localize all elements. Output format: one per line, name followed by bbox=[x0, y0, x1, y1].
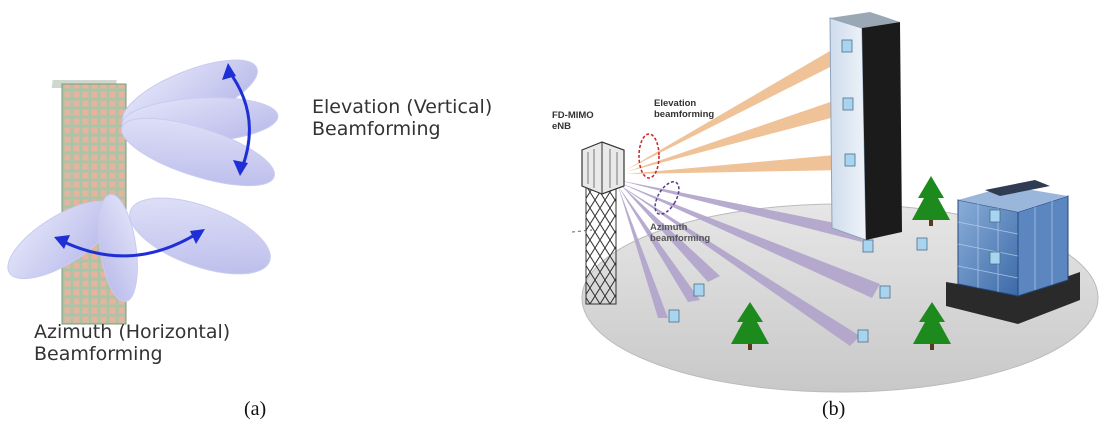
azimuth-beamforming-line1: Azimuth bbox=[650, 222, 688, 233]
azimuth-beamforming-line2: beamforming bbox=[650, 233, 711, 244]
enb-tower-icon bbox=[571, 141, 625, 305]
user-terminal-icon bbox=[989, 209, 1001, 223]
user-terminal-icon bbox=[841, 39, 853, 53]
user-terminal-icon bbox=[844, 153, 856, 167]
tree-icon bbox=[912, 176, 950, 226]
azimuth-label: Azimuth (Horizontal) Beamforming bbox=[34, 321, 230, 365]
azimuth-beam-ellipse bbox=[654, 181, 680, 215]
azimuth-label-line2: Beamforming bbox=[34, 343, 163, 365]
elevation-label-line1: Elevation (Vertical) bbox=[312, 96, 493, 118]
user-terminal-icon bbox=[862, 239, 874, 253]
caption-a: (a) bbox=[244, 398, 267, 420]
user-terminal-icon bbox=[693, 283, 705, 297]
panel-b bbox=[571, 12, 1099, 393]
office-building-icon bbox=[946, 180, 1080, 324]
azimuth-label-line1: Azimuth (Horizontal) bbox=[34, 321, 231, 343]
elevation-beamforming-label: Elevation beamforming bbox=[654, 98, 714, 120]
azimuth-beams bbox=[618, 180, 880, 346]
enb-label-line1: FD-MIMO bbox=[552, 110, 594, 121]
user-terminal-icon bbox=[989, 251, 1001, 265]
elevation-label: Elevation (Vertical) Beamforming bbox=[312, 96, 492, 140]
tree-icon bbox=[731, 302, 769, 350]
elevation-lobes bbox=[121, 59, 279, 187]
user-terminal-icon bbox=[879, 285, 891, 299]
user-terminal-icon bbox=[857, 329, 869, 343]
user-terminals bbox=[668, 39, 1001, 343]
elevation-beamforming-line2: beamforming bbox=[654, 109, 715, 120]
azimuth-arrow bbox=[54, 229, 205, 258]
enb-label: FD-MIMO eNB bbox=[552, 110, 594, 132]
user-terminal-icon bbox=[842, 97, 854, 111]
elevation-arrow bbox=[222, 63, 251, 176]
tree-icon bbox=[913, 302, 951, 350]
elevation-beamforming-line1: Elevation bbox=[654, 98, 697, 109]
elevation-beams bbox=[626, 44, 848, 174]
tower-building-icon bbox=[829, 12, 902, 241]
azimuth-lobes bbox=[7, 193, 271, 303]
elevation-label-line2: Beamforming bbox=[312, 118, 441, 140]
caption-b: (b) bbox=[822, 398, 846, 420]
enb-label-line2: eNB bbox=[552, 121, 572, 132]
panel-a bbox=[7, 59, 279, 325]
user-terminal-icon bbox=[668, 309, 680, 323]
user-terminal-icon bbox=[916, 237, 928, 251]
elevation-beam-ellipse bbox=[638, 133, 660, 179]
azimuth-beamforming-label: Azimuth beamforming bbox=[650, 222, 710, 244]
